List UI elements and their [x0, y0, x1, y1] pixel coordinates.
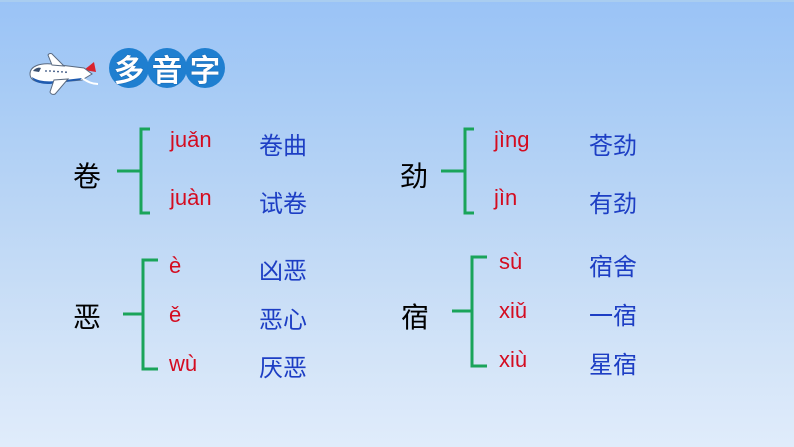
pinyin: jìn	[494, 185, 518, 210]
example-word: 星宿	[589, 351, 637, 379]
pinyin: juàn	[170, 185, 212, 210]
brace-icon	[123, 258, 158, 371]
example-word: 有劲	[589, 190, 637, 218]
airplane-icon	[29, 53, 98, 95]
example-word: 恶心	[259, 306, 307, 334]
pinyin: ě	[169, 302, 182, 327]
title-char-3: 字	[185, 48, 225, 89]
title-banner: 多 音 字	[26, 48, 225, 98]
example-word: 一宿	[589, 302, 637, 330]
title-char-2: 音	[147, 48, 187, 89]
pinyin: jìng	[494, 127, 530, 152]
head-character: 劲	[400, 160, 429, 193]
example-word: 试卷	[259, 190, 307, 218]
pinyin: xiǔ	[499, 298, 528, 323]
pinyin: juǎn	[170, 127, 212, 152]
pinyin: xiù	[499, 347, 528, 372]
head-character: 宿	[401, 301, 430, 334]
example-word: 卷曲	[259, 132, 307, 160]
brace-icon	[441, 127, 474, 215]
head-character: 恶	[73, 301, 102, 334]
pinyin: è	[169, 253, 182, 278]
pinyin: sù	[499, 249, 523, 274]
example-word: 宿舍	[589, 253, 637, 281]
pinyin: wù	[169, 351, 198, 376]
title-char-1: 多	[109, 48, 149, 89]
head-character: 卷	[73, 160, 102, 193]
title-text: 多 音 字	[109, 48, 225, 89]
example-word: 苍劲	[589, 132, 637, 160]
top-border	[0, 0, 794, 2]
example-word: 厌恶	[259, 354, 307, 382]
brace-icon	[452, 255, 487, 368]
example-word: 凶恶	[259, 257, 307, 285]
brace-icon	[117, 127, 150, 215]
